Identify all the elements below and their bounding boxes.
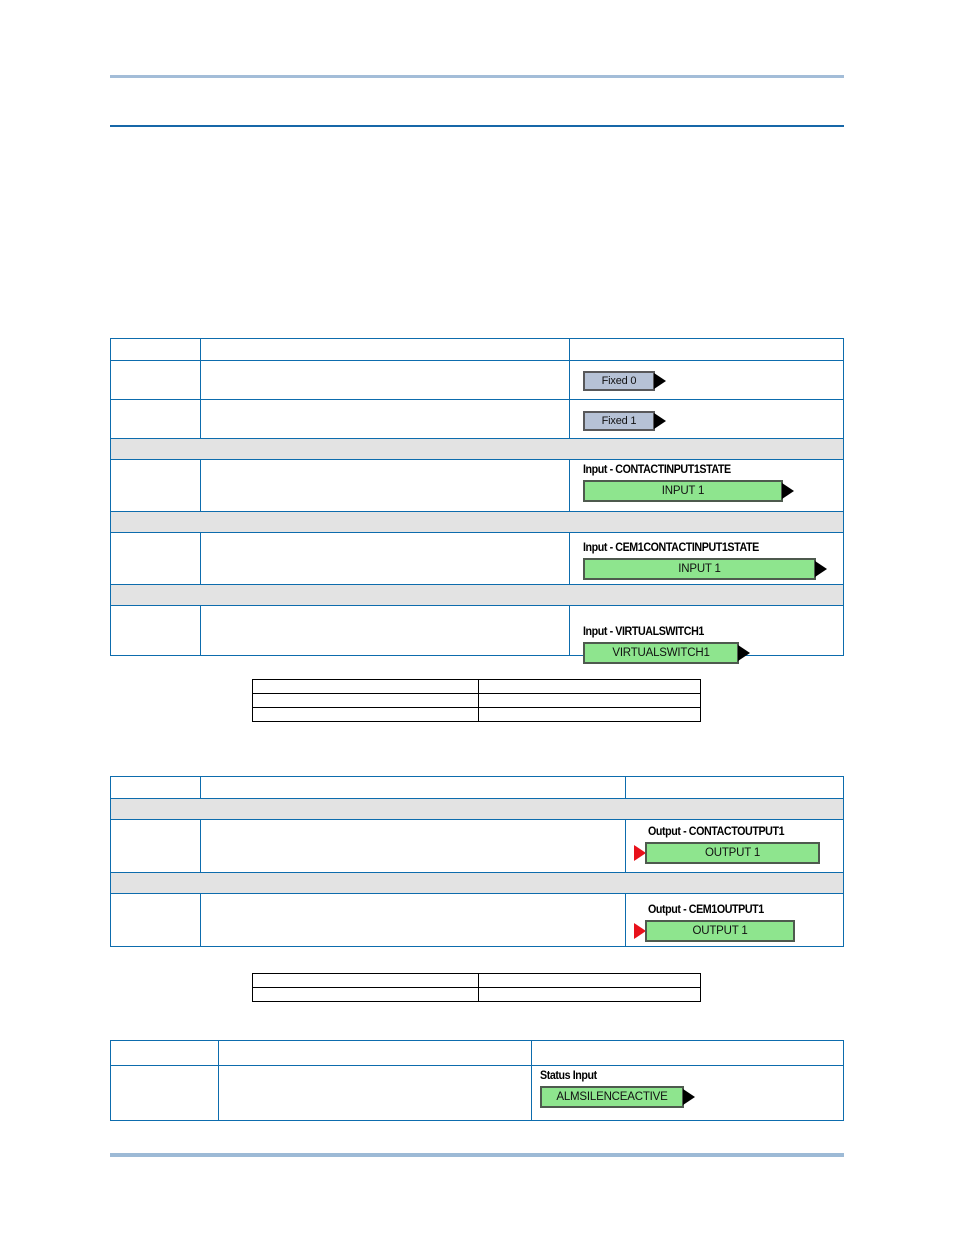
alarm-silence-active-box[interactable]: ALMSILENCEACTIVE <box>540 1086 684 1108</box>
table-cell <box>110 893 201 947</box>
table-row <box>252 987 701 1002</box>
table-cell <box>252 707 479 722</box>
table-band-cell <box>110 511 844 533</box>
table-cell <box>200 819 626 873</box>
table-row <box>110 893 844 947</box>
output-blocks-table <box>110 776 844 947</box>
table-row <box>252 679 701 694</box>
input-legend-table <box>252 679 701 722</box>
input-arrow-icon <box>634 923 646 939</box>
table-cell <box>478 693 701 708</box>
output-arrow-icon <box>654 373 666 389</box>
table-band-cell <box>110 872 844 894</box>
table-cell <box>252 693 479 708</box>
input-arrow-icon <box>634 845 646 861</box>
table-band-row <box>110 584 844 606</box>
contact-input-1-box[interactable]: INPUT 1 <box>583 480 783 502</box>
table-cell <box>625 776 844 799</box>
table-cell <box>200 776 626 799</box>
table-cell <box>110 605 201 656</box>
status-blocks-table <box>110 1040 844 1121</box>
table-cell <box>478 707 701 722</box>
fixed-1-box[interactable]: Fixed 1 <box>583 411 655 431</box>
table-cell <box>478 973 701 988</box>
table-row <box>110 399 844 439</box>
table-row <box>252 707 701 722</box>
block-caption: Status Input <box>540 1070 597 1082</box>
table-row <box>110 360 844 400</box>
table-band-row <box>110 438 844 460</box>
contact-input-1-block[interactable]: Input - CONTACTINPUT1STATE INPUT 1 <box>583 464 794 502</box>
cem1-output-1-block[interactable]: Output - CEM1OUTPUT1 OUTPUT 1 <box>634 904 795 942</box>
table-header-row <box>110 776 844 799</box>
table-cell <box>200 360 570 400</box>
block-caption: Input - CEM1CONTACTINPUT1STATE <box>583 542 759 554</box>
output-arrow-icon <box>654 413 666 429</box>
table-cell <box>252 679 479 694</box>
table-cell <box>200 893 626 947</box>
table-cell <box>200 605 570 656</box>
table-band-row <box>110 872 844 894</box>
table-cell <box>110 776 201 799</box>
table-cell <box>110 338 201 361</box>
table-band-row <box>110 798 844 820</box>
footer-rule <box>110 1153 844 1157</box>
table-header-row <box>110 1040 844 1066</box>
block-caption: Input - VIRTUALSWITCH1 <box>583 626 704 638</box>
table-band-cell <box>110 584 844 606</box>
table-cell <box>110 1040 219 1066</box>
table-cell <box>110 360 201 400</box>
block-caption: Output - CEM1OUTPUT1 <box>648 904 764 916</box>
table-cell <box>110 1065 219 1121</box>
table-cell <box>110 532 201 585</box>
table-header-row <box>110 338 844 361</box>
header-bottom-rule <box>110 125 844 127</box>
virtual-switch-1-block[interactable]: Input - VIRTUALSWITCH1 VIRTUALSWITCH1 <box>583 626 750 664</box>
cem1-output-1-box[interactable]: OUTPUT 1 <box>645 920 795 942</box>
output-arrow-icon <box>738 645 750 661</box>
table-cell <box>478 987 701 1002</box>
table-cell <box>200 338 570 361</box>
table-cell <box>218 1065 532 1121</box>
output-arrow-icon <box>683 1089 695 1105</box>
fixed-0-box[interactable]: Fixed 0 <box>583 371 655 391</box>
alarm-silence-active-block[interactable]: Status Input ALMSILENCEACTIVE <box>540 1070 695 1108</box>
block-caption: Output - CONTACTOUTPUT1 <box>648 826 785 838</box>
cem1-contact-input-1-block[interactable]: Input - CEM1CONTACTINPUT1STATE INPUT 1 <box>583 542 827 580</box>
table-cell <box>200 532 570 585</box>
table-cell <box>531 1040 844 1066</box>
output-arrow-icon <box>782 483 794 499</box>
table-cell <box>218 1040 532 1066</box>
table-cell <box>252 987 479 1002</box>
header-top-rule <box>110 75 844 78</box>
table-cell <box>110 819 201 873</box>
table-band-cell <box>110 798 844 820</box>
table-cell <box>200 459 570 512</box>
virtual-switch-1-box[interactable]: VIRTUALSWITCH1 <box>583 642 739 664</box>
table-row <box>110 1065 844 1121</box>
output-arrow-icon <box>815 561 827 577</box>
table-band-cell <box>110 438 844 460</box>
table-cell <box>110 399 201 439</box>
cem1-contact-input-1-box[interactable]: INPUT 1 <box>583 558 816 580</box>
table-cell <box>569 338 844 361</box>
table-cell <box>478 679 701 694</box>
output-legend-table <box>252 973 701 1002</box>
block-caption: Input - CONTACTINPUT1STATE <box>583 464 731 476</box>
table-row <box>252 973 701 988</box>
table-cell-block <box>531 1065 844 1121</box>
table-cell <box>200 399 570 439</box>
fixed-0-block[interactable]: Fixed 0 <box>583 371 666 391</box>
fixed-1-block[interactable]: Fixed 1 <box>583 411 666 431</box>
table-cell <box>110 459 201 512</box>
table-band-row <box>110 511 844 533</box>
table-row <box>252 693 701 708</box>
contact-output-1-box[interactable]: OUTPUT 1 <box>645 842 820 864</box>
table-cell <box>252 973 479 988</box>
contact-output-1-block[interactable]: Output - CONTACTOUTPUT1 OUTPUT 1 <box>634 826 820 864</box>
